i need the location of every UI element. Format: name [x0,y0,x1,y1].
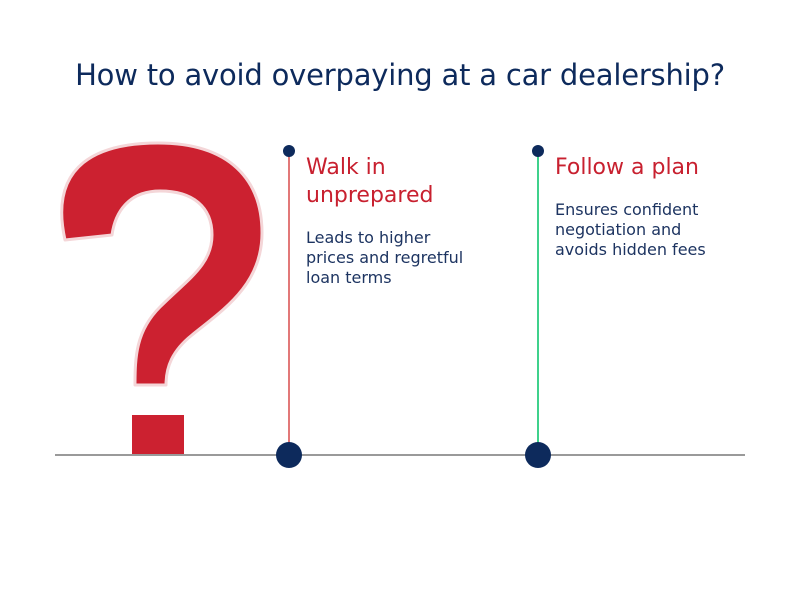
timeline-node-left [276,442,302,468]
timeline-marker-top-left [283,145,295,157]
option-heading: Follow a plan [555,155,699,180]
timeline-baseline [55,454,745,456]
timeline-stem-left [288,153,290,455]
timeline-node-right [525,442,551,468]
question-mark-icon [60,141,264,455]
option-description: Leads to higher prices and regretful loa… [306,228,464,287]
timeline-marker-top-right [532,145,544,157]
page-title: How to avoid overpaying at a car dealers… [75,58,725,92]
option-description: Ensures confident negotiation and avoids… [555,200,706,259]
option-heading: Walk in unprepared [306,155,434,208]
timeline-stem-right [537,153,539,455]
